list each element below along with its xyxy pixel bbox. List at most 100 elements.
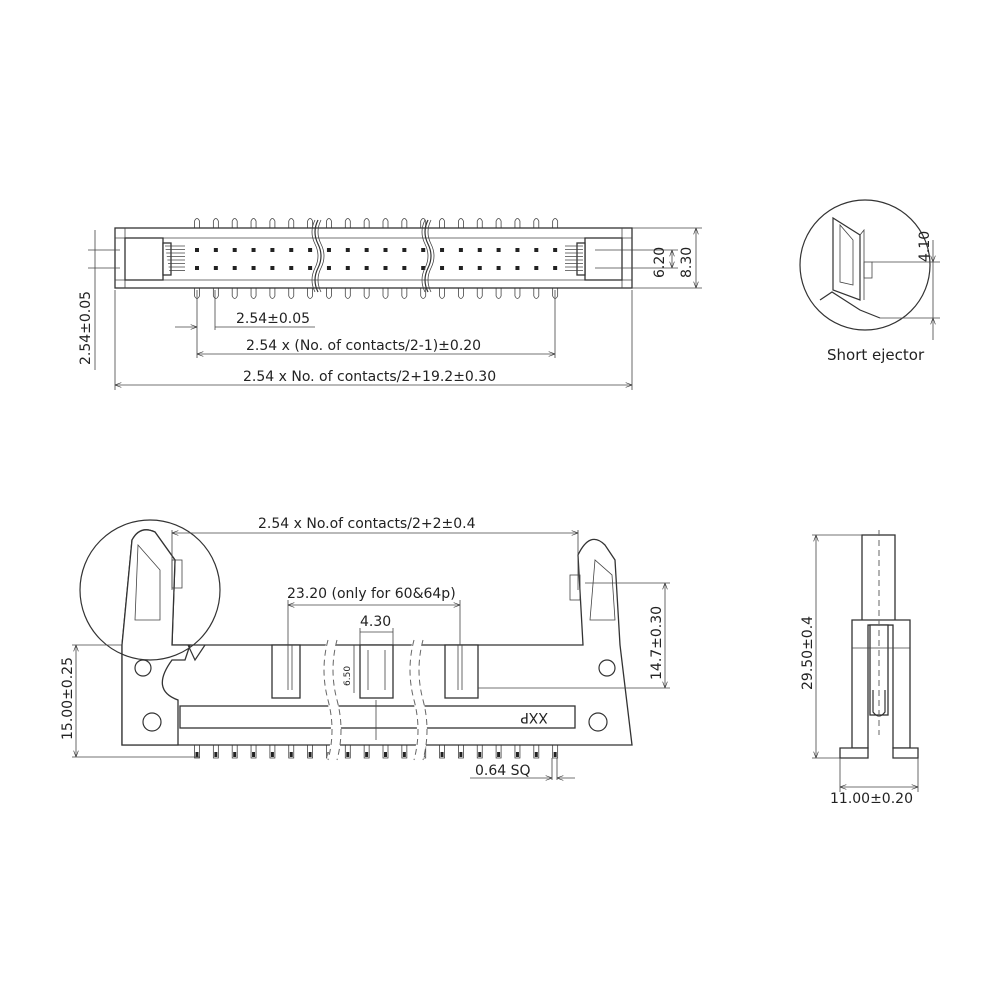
top-overall-length: 2.54 x No. of contacts/2+19.2±0.30 (243, 369, 496, 385)
contact (421, 248, 426, 252)
pin-end (384, 752, 387, 757)
pin-tip (401, 288, 408, 299)
pin-end (440, 752, 444, 757)
pin-tip (250, 218, 257, 228)
contact (477, 266, 482, 270)
pin-tip (476, 288, 483, 299)
top-pitch-vertical: 2.54±0.05 (78, 291, 94, 365)
pin-end (459, 752, 463, 757)
short-ejector-detail: 4.10 Short ejector (799, 199, 940, 364)
contact (213, 266, 218, 270)
contact (458, 248, 463, 252)
key-slot-right (444, 644, 479, 699)
contact (345, 248, 350, 252)
contact (326, 248, 331, 252)
pin-tip (212, 218, 219, 228)
contact (440, 248, 445, 252)
key-width: 4.30 (360, 614, 391, 630)
detail-circle (799, 199, 931, 331)
detail-circle-front (79, 519, 221, 661)
pin-tip (269, 288, 276, 299)
pin-tip (420, 288, 427, 299)
pin-end (515, 752, 519, 757)
side-height: 29.50±0.4 (800, 616, 816, 690)
contact (213, 248, 218, 252)
side-view: 29.50±0.4 11.00±0.20 (800, 530, 919, 807)
pin-end (270, 752, 274, 757)
contact (289, 248, 294, 252)
contact (515, 266, 520, 270)
contact (232, 266, 237, 270)
pin-tip (326, 288, 332, 299)
contact (440, 266, 445, 270)
pin-tip (514, 288, 521, 299)
contact-grid (195, 248, 558, 270)
contact (308, 266, 313, 270)
latch-span: 2.54 x No.of contacts/2+2±0.4 (258, 516, 476, 532)
contact (308, 248, 313, 252)
pin-tip (439, 218, 445, 228)
pin-tip (382, 218, 389, 228)
contact (364, 248, 369, 252)
marking-text: XXP (520, 709, 548, 725)
pin-tip (363, 288, 370, 299)
top-pitch-horizontal: 2.54±0.05 (236, 311, 310, 327)
contact (402, 266, 407, 270)
front-pins (194, 744, 559, 759)
pin-tip (552, 218, 559, 228)
pin-tip (307, 288, 313, 299)
pin-end (214, 752, 218, 757)
contact (553, 248, 558, 252)
contact (232, 248, 237, 252)
key-slot-center (359, 644, 394, 699)
contact (364, 266, 369, 270)
side-width: 11.00±0.20 (830, 791, 913, 807)
pin-end (308, 752, 312, 757)
contact (477, 248, 482, 252)
contact (458, 266, 463, 270)
short-ejector-label: Short ejector (827, 346, 925, 364)
marking-bar (179, 705, 576, 729)
pin-tip (476, 218, 483, 228)
key-slot-left (271, 644, 301, 699)
pin-tip (363, 218, 370, 228)
pin-size: 0.64 SQ (475, 763, 531, 779)
pin-tip (533, 218, 540, 228)
key-spacing: 23.20 (only for 60&64p) (287, 586, 456, 602)
pin-tip (269, 218, 276, 228)
contact (534, 248, 539, 252)
pin-tip (231, 288, 238, 299)
pin-end (365, 752, 369, 757)
contact (326, 266, 331, 270)
pin-tip (495, 288, 502, 299)
top-view: 2.54±0.05 2.54±0.05 2.54 x (No. of conta… (78, 218, 702, 390)
top-housing (114, 227, 633, 289)
latch-height: 14.7±0.30 (649, 606, 665, 680)
contact (534, 266, 539, 270)
pin-tip (495, 218, 502, 228)
left-ejector (124, 237, 185, 281)
pin-end (252, 752, 256, 757)
contact (421, 266, 426, 270)
contact (496, 266, 501, 270)
contact (195, 266, 199, 270)
top-pins-lower (194, 288, 559, 299)
pin-tip (212, 288, 219, 299)
top-outer-height: 8.30 (679, 247, 695, 278)
key-depth: 6.50 (343, 666, 353, 686)
pin-tip (514, 218, 521, 228)
contact (270, 266, 275, 270)
pin-tip (288, 218, 295, 228)
pin-tip (307, 218, 313, 228)
pin-end (233, 752, 237, 757)
pin-end (497, 752, 501, 757)
pin-tip (533, 288, 540, 299)
pin-tip (439, 288, 445, 299)
top-inner-height: 6.20 (652, 247, 668, 278)
pin-tip (231, 218, 238, 228)
pin-tip (344, 218, 351, 228)
pin-tip (401, 218, 408, 228)
contact (383, 248, 388, 252)
top-pins-upper (194, 218, 559, 228)
